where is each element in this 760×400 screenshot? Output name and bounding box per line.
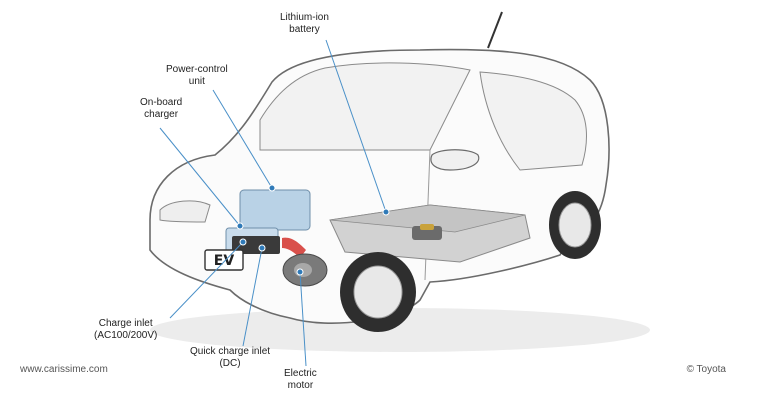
label-electric-motor: Electric motor [284,368,317,391]
dot-battery [382,208,390,216]
windshield [259,62,471,151]
battery-terminal-cap [420,224,434,230]
dot-motor [296,268,304,276]
dot-quick-inlet [258,244,266,252]
label-charge-inlet: Charge inlet (AC100/200V) [94,318,158,341]
front-wheel-rim [353,265,403,319]
high-voltage-cable [282,237,306,258]
leader-battery [325,39,387,213]
leader-pcu [212,89,273,189]
dot-charge-inlet [239,238,247,246]
label-battery: Lithium-ion battery [280,12,329,35]
side-mirror [430,149,480,171]
battery-terminal [412,226,442,240]
label-quick-charge-inlet: Quick charge inlet (DC) [190,346,271,369]
dot-charger [236,222,244,230]
license-plate [204,249,244,271]
power-control-unit [239,189,311,231]
ground-shadow [150,308,650,352]
leader-charge-inlet [169,241,244,319]
leader-quick-inlet [242,247,263,347]
antenna [487,11,503,49]
headlight [159,200,211,223]
leader-lines [159,39,387,367]
footer-site: www.carissime.com [20,364,108,375]
label-power-control-unit: Power-control unit [166,64,228,87]
leader-charger [159,127,241,227]
leader-dots [236,184,390,276]
motor-hub [294,263,312,277]
label-on-board-charger: On-board charger [140,97,183,120]
leader-motor [299,271,307,367]
side-window [479,71,587,171]
rear-wheel-rim [558,202,592,248]
dot-pcu [268,184,276,192]
footer-copyright: © Toyota [686,364,726,375]
